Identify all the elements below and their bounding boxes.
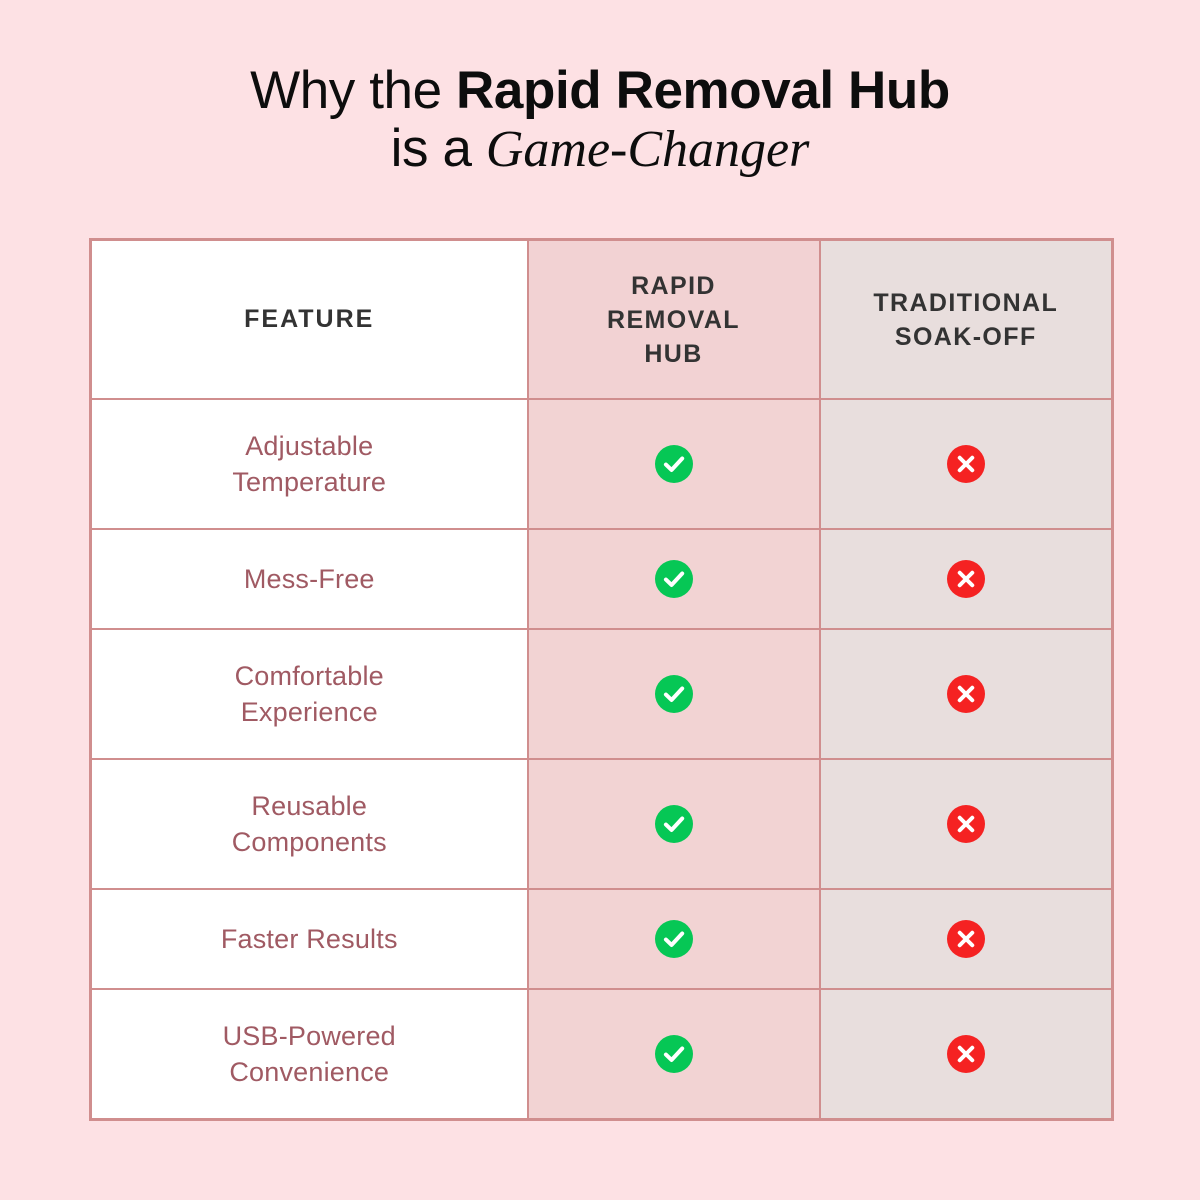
comparison-table: FEATURE RAPID REMOVAL HUB TRADITIONAL SO…	[89, 238, 1114, 1121]
feature-label-line-1: Comfortable	[234, 661, 384, 691]
feature-label-line-1: Adjustable	[245, 431, 374, 461]
feature-label-line-2: Experience	[240, 697, 378, 727]
hub-status-cell	[526, 528, 821, 630]
feature-label-line-1: USB-Powered	[222, 1021, 396, 1051]
table-row: USB-Powered Convenience	[89, 988, 1114, 1121]
feature-label-line-2: Temperature	[232, 467, 387, 497]
table-row: Comfortable Experience	[89, 628, 1114, 760]
feature-label-line-1: Mess-Free	[243, 564, 375, 594]
table-row: Faster Results	[89, 888, 1114, 990]
cross-circle-icon	[946, 805, 985, 843]
table-row: Mess-Free	[89, 528, 1114, 630]
feature-label-line-1: Reusable	[251, 791, 368, 821]
hub-status-cell	[526, 628, 821, 760]
check-circle-icon	[654, 675, 693, 713]
traditional-status-cell	[818, 398, 1114, 530]
traditional-status-cell	[818, 628, 1114, 760]
check-circle-icon	[654, 920, 693, 958]
column-header-trad-line-2: SOAK-OFF	[894, 322, 1037, 351]
cross-circle-icon	[946, 445, 985, 483]
column-header-rapid-removal-hub: RAPID REMOVAL HUB	[526, 238, 821, 400]
feature-cell: USB-Powered Convenience	[89, 988, 529, 1121]
feature-label-line-1: Faster Results	[220, 924, 398, 954]
column-header-hub-line-3: HUB	[644, 339, 703, 368]
traditional-status-cell	[818, 888, 1114, 990]
page-title: Why the Rapid Removal Hub is a Game-Chan…	[0, 62, 1200, 179]
check-circle-icon	[654, 560, 693, 598]
cross-circle-icon	[946, 920, 985, 958]
check-circle-icon	[654, 445, 693, 483]
check-circle-icon	[654, 805, 693, 843]
table-row: Reusable Components	[89, 758, 1114, 890]
column-header-traditional-soak-off: TRADITIONAL SOAK-OFF	[818, 238, 1114, 400]
hub-status-cell	[526, 988, 821, 1121]
hub-status-cell	[526, 398, 821, 530]
table-body: Adjustable Temperature Mess-Free	[89, 398, 1114, 1121]
cross-circle-icon	[946, 1035, 985, 1073]
table-header-row: FEATURE RAPID REMOVAL HUB TRADITIONAL SO…	[89, 238, 1114, 400]
traditional-status-cell	[818, 528, 1114, 630]
feature-cell: Reusable Components	[89, 758, 529, 890]
traditional-status-cell	[818, 988, 1114, 1121]
column-header-hub-line-1: RAPID	[631, 271, 716, 300]
title-part-bold: Rapid Removal Hub	[456, 61, 950, 120]
hub-status-cell	[526, 888, 821, 990]
feature-cell: Adjustable Temperature	[89, 398, 529, 530]
title-line-1: Why the Rapid Removal Hub	[0, 62, 1200, 120]
title-part-regular-2: is a	[390, 119, 486, 178]
check-circle-icon	[654, 1035, 693, 1073]
cross-circle-icon	[946, 560, 985, 598]
table-row: Adjustable Temperature	[89, 398, 1114, 530]
feature-cell: Comfortable Experience	[89, 628, 529, 760]
table-header: FEATURE RAPID REMOVAL HUB TRADITIONAL SO…	[89, 238, 1114, 400]
column-header-trad-line-1: TRADITIONAL	[873, 288, 1059, 317]
cross-circle-icon	[946, 675, 985, 713]
feature-cell: Faster Results	[89, 888, 529, 990]
title-line-2: is a Game-Changer	[0, 120, 1200, 179]
traditional-status-cell	[818, 758, 1114, 890]
title-part-italic: Game-Changer	[485, 121, 810, 178]
column-header-feature: FEATURE	[89, 238, 529, 400]
hub-status-cell	[526, 758, 821, 890]
feature-label-line-2: Convenience	[229, 1057, 390, 1087]
column-header-hub-line-2: REMOVAL	[607, 305, 740, 334]
title-part-regular-1: Why the	[250, 61, 457, 120]
feature-label-line-2: Components	[231, 827, 387, 857]
feature-cell: Mess-Free	[89, 528, 529, 630]
